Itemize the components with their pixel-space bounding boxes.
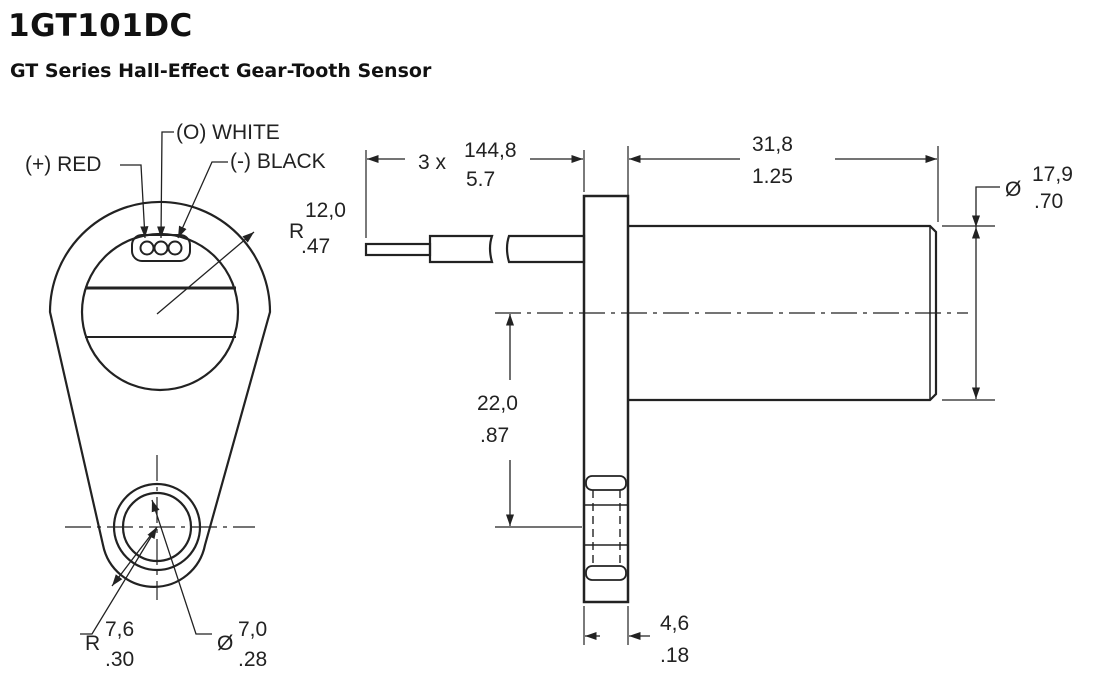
wire-jacket-right bbox=[505, 234, 586, 264]
leader-mount-radius-ext bbox=[111, 526, 158, 587]
dim-hole-dia-in: .28 bbox=[238, 648, 267, 671]
leader-red bbox=[120, 164, 149, 239]
page-subtitle: GT Series Hall-Effect Gear-Tooth Sensor bbox=[10, 60, 432, 82]
front-centerlines bbox=[65, 455, 255, 600]
dim-mount-radius-mm: 7,6 bbox=[105, 618, 134, 641]
wire-red-dot bbox=[139, 240, 155, 256]
leader-hole-dia bbox=[151, 499, 212, 635]
dim-body-dia-mm: 17,9 bbox=[1032, 163, 1073, 186]
label-black: (-) BLACK bbox=[230, 150, 326, 173]
dim-mount-radius-in: .30 bbox=[105, 648, 134, 671]
flange-outline bbox=[48, 200, 272, 588]
wire-black-dot bbox=[167, 240, 183, 256]
dim-flange-thk-mm: 4,6 bbox=[660, 612, 689, 635]
flange-hole-top bbox=[585, 475, 627, 491]
wire-white-dot bbox=[153, 240, 169, 256]
dimline-dia-leader bbox=[971, 186, 1000, 227]
wire-tip bbox=[364, 242, 432, 257]
leader-white bbox=[157, 131, 174, 239]
dim-body-len-mm: 31,8 bbox=[752, 133, 793, 156]
dimension-lines bbox=[367, 154, 1000, 641]
dim-hole-dia-mm: 7,0 bbox=[238, 618, 267, 641]
side-view bbox=[364, 194, 938, 604]
extension-lines bbox=[365, 146, 995, 645]
radius-leaders bbox=[80, 231, 255, 635]
leader-mount-radius bbox=[80, 526, 158, 635]
front-view bbox=[48, 200, 272, 588]
dim-flange-thk-in: .18 bbox=[660, 644, 689, 667]
wire-jacket-left bbox=[428, 234, 494, 264]
page-title: 1GT101DC bbox=[8, 8, 193, 44]
flange-hole-bottom bbox=[585, 565, 627, 581]
dim-center-dist-mm: 22,0 bbox=[477, 392, 518, 415]
dim-mount-radius-prefix: R bbox=[85, 632, 100, 655]
label-red: (+) RED bbox=[25, 153, 101, 176]
label-white: (O) WHITE bbox=[176, 121, 280, 144]
wire-leaders bbox=[120, 131, 228, 239]
dim-center-dist-in: .87 bbox=[480, 424, 509, 447]
dim-flange-radius-in: .47 bbox=[301, 235, 330, 258]
dim-body-dia-prefix: Ø bbox=[1005, 178, 1021, 201]
dim-lead-mm: 144,8 bbox=[464, 139, 517, 162]
dim-body-dia-in: .70 bbox=[1034, 190, 1063, 213]
dim-lead-in: 5.7 bbox=[466, 168, 495, 191]
leader-flange-radius bbox=[156, 231, 255, 315]
dim-lead-prefix: 3 x bbox=[418, 151, 447, 174]
dim-body-len-in: 1.25 bbox=[752, 165, 793, 188]
dim-flange-radius-prefix: R bbox=[289, 220, 304, 243]
dim-flange-radius-mm: 12,0 bbox=[305, 199, 346, 222]
flange bbox=[582, 194, 630, 604]
dim-hole-dia-prefix: Ø bbox=[217, 632, 233, 655]
leader-black bbox=[177, 161, 228, 239]
